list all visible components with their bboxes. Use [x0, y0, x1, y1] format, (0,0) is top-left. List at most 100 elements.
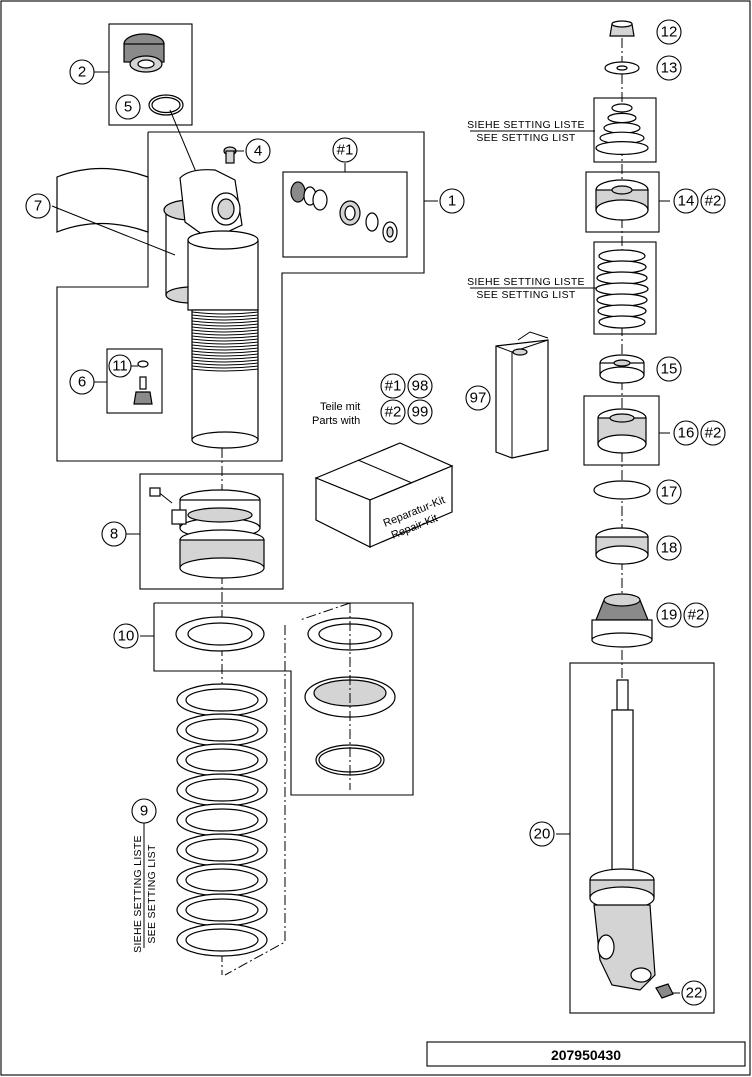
callout-22: 22	[681, 980, 707, 1006]
thread-line	[191, 356, 259, 360]
group-box-20	[569, 662, 715, 1014]
svg-text:1: 1	[448, 193, 456, 210]
svg-text:14: 14	[678, 193, 695, 210]
thread-line	[191, 341, 259, 345]
svg-text:#2: #2	[385, 404, 402, 421]
thread-line	[191, 335, 259, 339]
piston	[595, 179, 649, 221]
callout-13: 13	[656, 55, 682, 81]
svg-text:99: 99	[412, 404, 429, 421]
callout-1: 1	[439, 188, 465, 214]
thread-line	[191, 329, 259, 333]
callout-20: 20	[529, 821, 555, 847]
spring-coil-inner	[185, 748, 259, 772]
group-box-1	[56, 131, 425, 462]
svg-text:22: 22	[686, 985, 703, 1002]
bump-stop-cup	[595, 527, 649, 565]
svg-text:20: 20	[534, 826, 551, 843]
top-eye-mount	[179, 146, 243, 241]
piston-rod-nut	[609, 20, 635, 37]
thread-line	[191, 320, 259, 324]
thread-line	[191, 326, 259, 330]
svg-text:98: 98	[412, 378, 429, 395]
svg-text:#1: #1	[385, 378, 402, 395]
callout-11: 11	[108, 354, 132, 378]
setting-note-spring-en: SEE SETTING LIST	[146, 844, 158, 944]
svg-text:5: 5	[124, 99, 132, 116]
setting-note-lower-en: SEE SETTING LIST	[476, 289, 576, 301]
thread-line	[191, 353, 259, 357]
callout-labels: 1 2 4 5 6 7 8 9 10 11 #1 12 13 14 #2 15 …	[25, 19, 726, 1006]
callout-9: 9	[131, 798, 157, 824]
clevis-bushing	[655, 983, 674, 999]
repair-kit-box	[314, 442, 454, 548]
spring-coil-inner	[185, 688, 259, 712]
group-box-16	[583, 395, 660, 466]
thread-line	[191, 317, 259, 321]
shim-stack-lower	[595, 249, 649, 329]
svg-text:#1: #1	[337, 142, 354, 159]
spring-coil-inner	[185, 928, 259, 952]
reservoir-cap	[123, 33, 165, 73]
spring-coil-inner	[185, 868, 259, 892]
thread-line	[191, 368, 259, 372]
kit-callout-h2: #2	[380, 399, 406, 425]
shim	[598, 249, 646, 263]
callout-16: 16	[673, 420, 699, 446]
svg-text:97: 97	[470, 390, 487, 407]
svg-text:18: 18	[661, 540, 678, 557]
callout-8: 8	[101, 521, 127, 547]
thread-line	[191, 332, 259, 336]
thread-line	[191, 350, 259, 354]
thread-line	[191, 365, 259, 369]
thread-line	[191, 347, 259, 351]
oil-can	[495, 331, 549, 459]
kit-text-en: Parts with	[312, 415, 360, 427]
group-box-14	[585, 171, 660, 233]
spring-coil-inner	[185, 898, 259, 922]
thread-line	[191, 311, 259, 315]
thread-line	[191, 323, 259, 327]
kit-callout-99: 99	[407, 399, 433, 425]
callout-18: 18	[656, 535, 682, 561]
callout-2: 2	[69, 59, 95, 85]
leader-lines	[94, 71, 680, 994]
thread-line	[191, 338, 259, 342]
svg-text:17: 17	[661, 484, 678, 501]
piston-rod	[589, 679, 656, 991]
bump-rubber	[591, 593, 653, 648]
svg-text:#2: #2	[705, 425, 722, 442]
setting-note-upper-de: SIEHE SETTING LISTE	[467, 119, 585, 131]
setting-note-upper-en: SEE SETTING LIST	[476, 132, 576, 144]
svg-text:6: 6	[78, 374, 86, 391]
svg-text:16: 16	[678, 425, 695, 442]
svg-text:9: 9	[140, 803, 148, 820]
setting-note-lines	[143, 130, 596, 948]
callout-5: 5	[115, 94, 141, 120]
svg-text:2: 2	[78, 64, 86, 81]
shim	[596, 271, 648, 285]
shim	[607, 112, 637, 124]
thread-line	[191, 362, 259, 366]
shim-stack-upper	[595, 103, 649, 156]
diagram-id: 207950430	[551, 1047, 621, 1063]
svg-text:10: 10	[118, 628, 135, 645]
cylinder-threads	[191, 311, 259, 372]
kit-callout-98: 98	[407, 373, 433, 399]
svg-text:8: 8	[110, 526, 118, 543]
callout-10: 10	[113, 623, 139, 649]
kit-callout-h1: #1	[380, 373, 406, 399]
seal-head	[597, 408, 647, 454]
shim	[595, 141, 649, 156]
callout-14b: #2	[700, 188, 726, 214]
svg-text:#2: #2	[688, 607, 705, 624]
shim	[597, 304, 647, 318]
callout-15: 15	[656, 356, 682, 382]
thread-line	[191, 359, 259, 363]
setting-note-spring-de: SIEHE SETTING LISTE	[132, 835, 144, 953]
callout-14: 14	[673, 188, 699, 214]
preload-collar	[149, 487, 265, 579]
thread-line	[191, 344, 259, 348]
